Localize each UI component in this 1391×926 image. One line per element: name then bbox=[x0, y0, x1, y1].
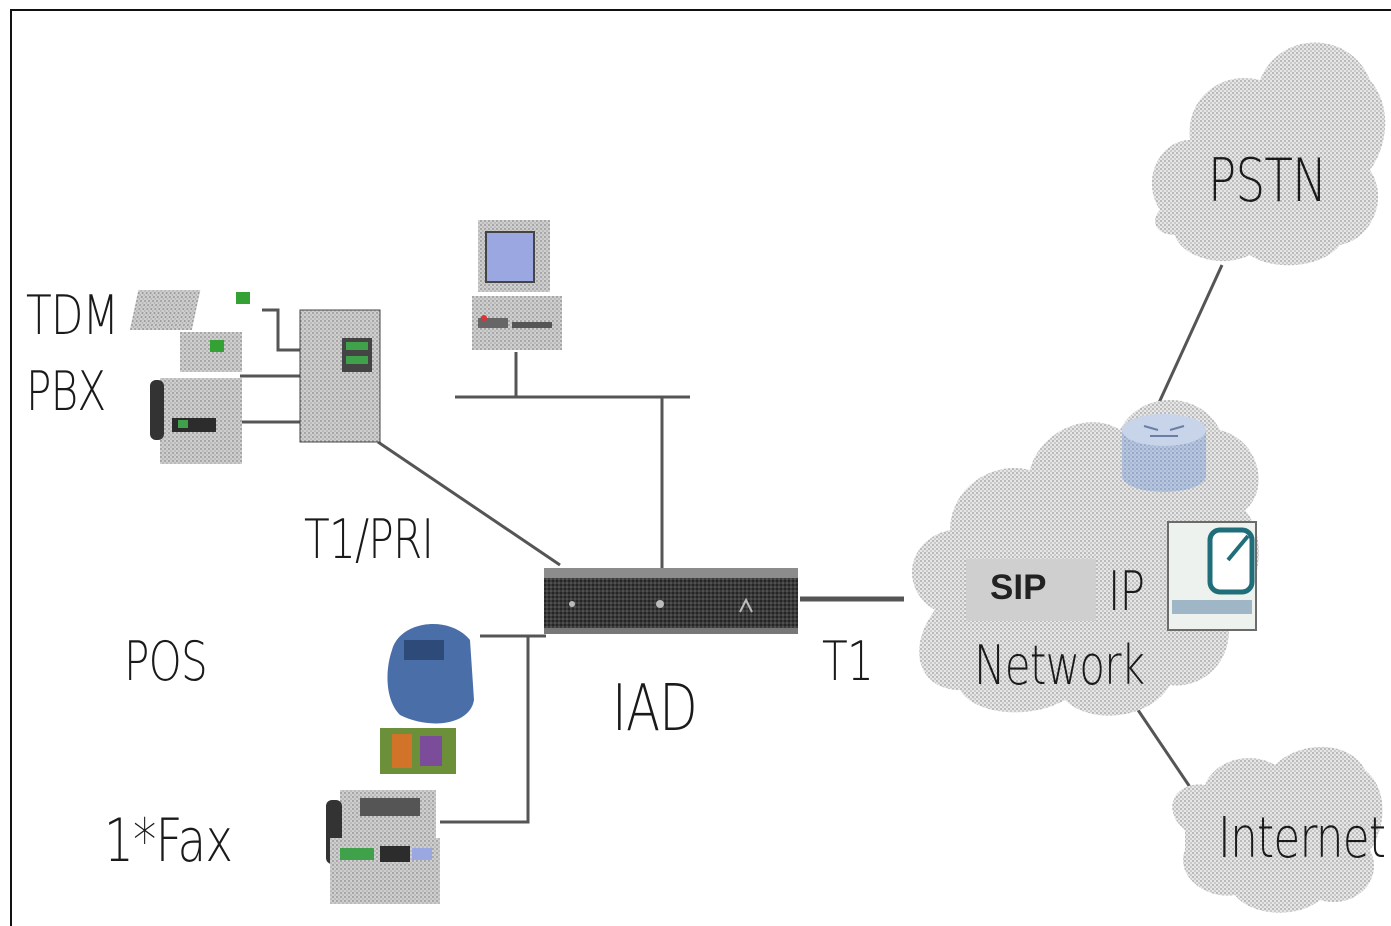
pbx-iad-link bbox=[377, 440, 561, 567]
t1-label: T1 bbox=[822, 630, 874, 693]
pbx-cabinet-icon bbox=[299, 309, 381, 443]
fax-iad-link bbox=[440, 636, 530, 824]
fax-machine-icon bbox=[326, 790, 440, 904]
diagram-border bbox=[10, 9, 1391, 926]
iad-device-icon bbox=[544, 568, 798, 634]
network-label: Network bbox=[974, 634, 1145, 697]
connection-lines bbox=[240, 264, 1224, 824]
sip-box bbox=[966, 559, 1096, 621]
ip-label: IP bbox=[1108, 560, 1145, 623]
pstn-cloud bbox=[1151, 42, 1386, 266]
phones-icon bbox=[129, 290, 250, 464]
router-icon bbox=[1122, 414, 1206, 492]
cloud-internet-link bbox=[1136, 709, 1198, 797]
sip-label: SIP bbox=[990, 568, 1047, 607]
pos-terminal-icon bbox=[380, 623, 474, 774]
pos-label: POS bbox=[124, 630, 208, 693]
internet-cloud bbox=[1172, 746, 1383, 913]
phone-pbx-link-1 bbox=[262, 308, 300, 352]
internet-label: Internet bbox=[1218, 806, 1386, 871]
computer-icon bbox=[472, 220, 562, 350]
pbx-label: PBX bbox=[26, 360, 106, 423]
t1-pri-label: T1/PRI bbox=[304, 508, 434, 571]
iad-label: IAD bbox=[612, 672, 698, 746]
router-pstn-link bbox=[1150, 264, 1224, 419]
tdm-label: TDM bbox=[26, 284, 119, 347]
fax-label: 1*Fax bbox=[104, 806, 233, 876]
pstn-label: PSTN bbox=[1208, 146, 1327, 216]
softswitch-icon bbox=[1167, 521, 1257, 631]
